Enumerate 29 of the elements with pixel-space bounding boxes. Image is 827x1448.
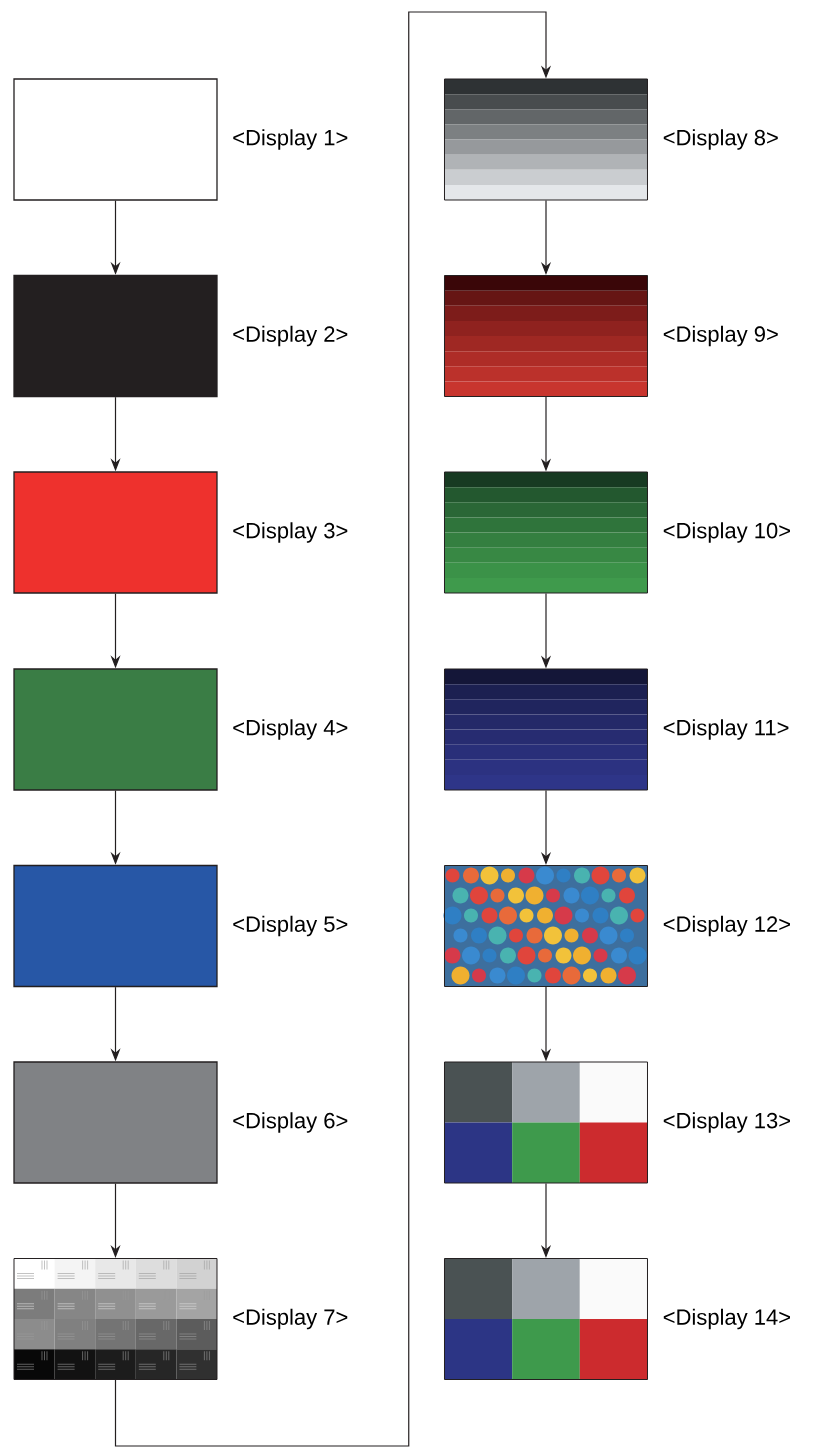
- display-label: <Display 2>: [233, 325, 348, 347]
- display-label: <Display 1>: [233, 129, 348, 150]
- display-label: <Display 12>: [663, 915, 790, 937]
- display-picture: [444, 78, 648, 201]
- display-label: <Display 7>: [233, 1308, 348, 1330]
- display-label: <Display 11>: [663, 719, 789, 740]
- arrow: [114, 11, 552, 1447]
- screen-box: [13, 864, 218, 988]
- display-label: <Display 5>: [233, 915, 348, 937]
- screen-box: [13, 668, 218, 791]
- display-label: <Display 14>: [663, 1308, 790, 1330]
- display-picture: [444, 275, 648, 397]
- display-picture: [444, 668, 648, 791]
- display-label: <Display 6>: [233, 1112, 348, 1133]
- screen-box: [13, 274, 218, 398]
- display-label: <Display 13>: [663, 1112, 790, 1133]
- display-picture: [443, 865, 648, 987]
- screen-box: [13, 78, 218, 201]
- display-label: <Display 8>: [663, 129, 778, 150]
- display-label: <Display 4>: [233, 719, 348, 740]
- display-label: <Display 3>: [233, 522, 348, 543]
- display-label: <Display 10>: [663, 522, 790, 543]
- display-picture: [444, 1258, 648, 1380]
- display-picture: [444, 471, 648, 594]
- display-label: <Display 9>: [663, 325, 778, 347]
- screen-box: [13, 1061, 218, 1184]
- display-picture: [13, 1258, 218, 1380]
- screen-box: [13, 471, 218, 594]
- display-picture: [444, 1061, 648, 1184]
